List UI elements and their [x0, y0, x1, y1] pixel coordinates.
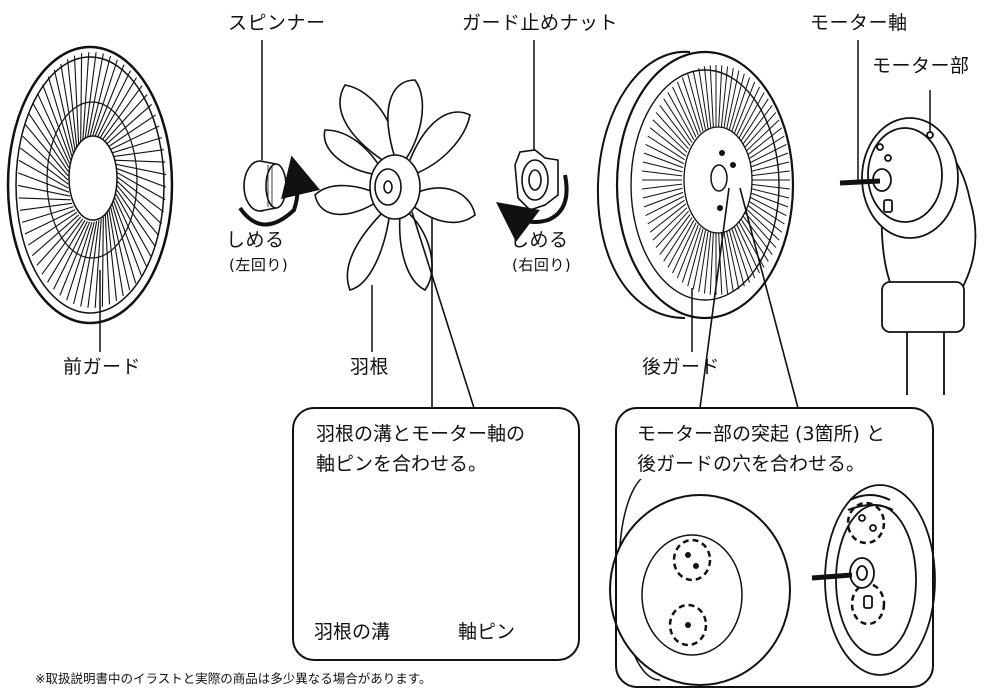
front-guard-label: 前ガード	[63, 356, 142, 378]
callout-rear-guard-alignment: モーター部の突起 (3箇所) と 後ガードの穴を合わせる。	[615, 407, 934, 688]
rear-guard-label: 後ガード	[642, 356, 721, 378]
motor-shaft-label: モーター軸	[810, 12, 908, 34]
callout-blade-alignment: 羽根の溝とモーター軸の 軸ピンを合わせる。 羽根の溝 軸ピン	[292, 407, 580, 661]
rear-guard-illustration	[596, 50, 795, 320]
tighten-left-direction: (左回り)	[229, 256, 289, 274]
callout-left-line2: 軸ピンを合わせる。	[316, 453, 488, 475]
footnote: ※取扱説明書中のイラストと実際の商品は多少異なる場合があります。	[35, 671, 432, 686]
motor-unit-illustration	[861, 117, 977, 395]
guard-nut-label: ガード止めナット	[462, 12, 619, 34]
spinner-illustration	[243, 160, 287, 212]
rear-guard-detail	[609, 469, 791, 686]
tighten-right-direction: (右回り)	[512, 256, 572, 274]
motor-unit-label: モーター部	[872, 55, 970, 77]
callout-right-line2: 後ガードの穴を合わせる。	[637, 449, 866, 479]
blade-label: 羽根	[350, 356, 390, 378]
tighten-right-label: しめる	[510, 229, 569, 251]
guard-nut-illustration	[514, 149, 559, 211]
callout-right-line1: モーター部の突起 (3箇所) と	[637, 419, 885, 449]
blade-groove-label: 羽根の溝	[314, 621, 391, 643]
callout-left-line1: 羽根の溝とモーター軸の	[316, 423, 526, 445]
blade-illustration	[314, 79, 476, 292]
front-guard-illustration	[6, 45, 174, 325]
shaft-pin-label: 軸ピン	[458, 621, 516, 643]
motor-detail	[824, 484, 936, 680]
tighten-left-label: しめる	[226, 229, 285, 251]
spinner-label: スピンナー	[228, 12, 326, 34]
